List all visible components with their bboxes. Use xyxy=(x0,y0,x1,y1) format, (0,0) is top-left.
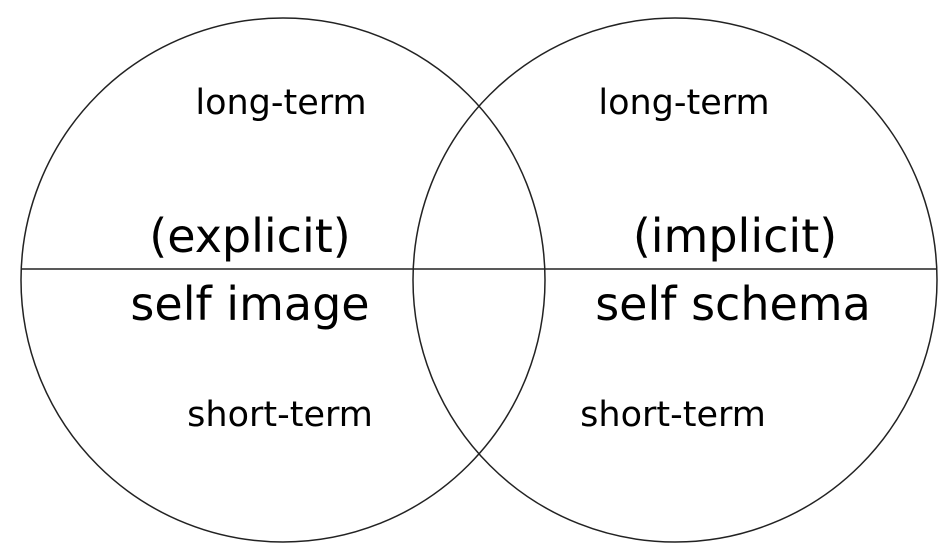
left-top-label: long-term xyxy=(195,83,367,123)
right-circle xyxy=(412,17,938,543)
left-name-label: self image xyxy=(130,277,370,331)
left-circle xyxy=(20,17,546,543)
right-mid-label: (implicit) xyxy=(632,209,838,263)
left-bottom-label: short-term xyxy=(187,395,373,435)
right-bottom-label: short-term xyxy=(580,395,766,435)
right-name-label: self schema xyxy=(595,277,871,331)
left-mid-label: (explicit) xyxy=(149,209,351,263)
right-top-label: long-term xyxy=(598,83,770,123)
